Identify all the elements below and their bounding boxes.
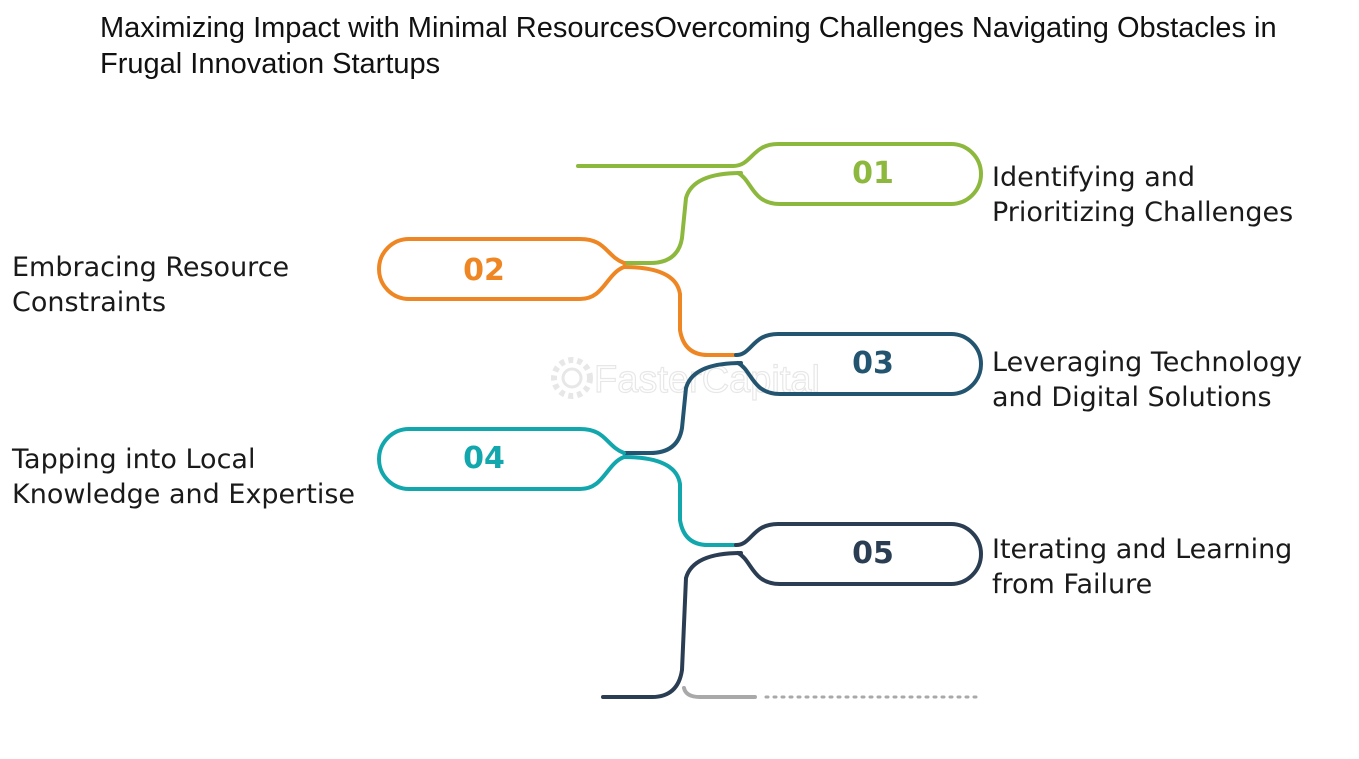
- step-label-01: Identifying and Prioritizing Challenges: [992, 160, 1352, 230]
- step-number-01: 01: [852, 156, 894, 191]
- step-label-05: Iterating and Learning from Failure: [992, 532, 1352, 602]
- step-label-04-line2: Knowledge and Expertise: [12, 479, 356, 510]
- step-label-05-line1: Iterating and Learning: [992, 534, 1293, 565]
- step-label-02-line2: Constraints: [12, 287, 167, 318]
- step-label-02-line1: Embracing Resource: [12, 252, 290, 283]
- step-number-03: 03: [852, 346, 894, 381]
- step-label-05-line2: from Failure: [992, 569, 1153, 600]
- step-label-03-line2: and Digital Solutions: [992, 382, 1272, 413]
- step-label-01-line1: Identifying and: [992, 162, 1196, 193]
- page-title: Maximizing Impact with Minimal Resources…: [100, 12, 1277, 80]
- step-pill-01: 01: [731, 142, 983, 206]
- step-pill-04: 04: [377, 427, 626, 491]
- step-number-05: 05: [852, 536, 894, 571]
- gear-icon: [551, 357, 593, 399]
- step-label-01-line2: Prioritizing Challenges: [992, 197, 1294, 228]
- step-pill-03: 03: [734, 332, 983, 396]
- step-pill-02: 02: [377, 237, 626, 301]
- connector-3-4: [622, 361, 743, 455]
- connector-4-5: [622, 455, 738, 547]
- step-pill-05: 05: [734, 522, 983, 586]
- step-label-03-line1: Leveraging Technology: [992, 347, 1303, 378]
- step-number-02: 02: [463, 253, 505, 288]
- step-label-02: Embracing Resource Constraints: [12, 250, 372, 320]
- connector-1-2: [622, 171, 743, 265]
- step-label-04: Tapping into Local Knowledge and Experti…: [12, 442, 372, 512]
- step-label-04-line1: Tapping into Local: [12, 444, 256, 475]
- tail-line: [682, 686, 757, 699]
- connector-5-end: [601, 551, 743, 699]
- step-number-04: 04: [463, 441, 505, 476]
- connector-2-3: [622, 265, 738, 357]
- step-label-03: Leveraging Technology and Digital Soluti…: [992, 345, 1352, 415]
